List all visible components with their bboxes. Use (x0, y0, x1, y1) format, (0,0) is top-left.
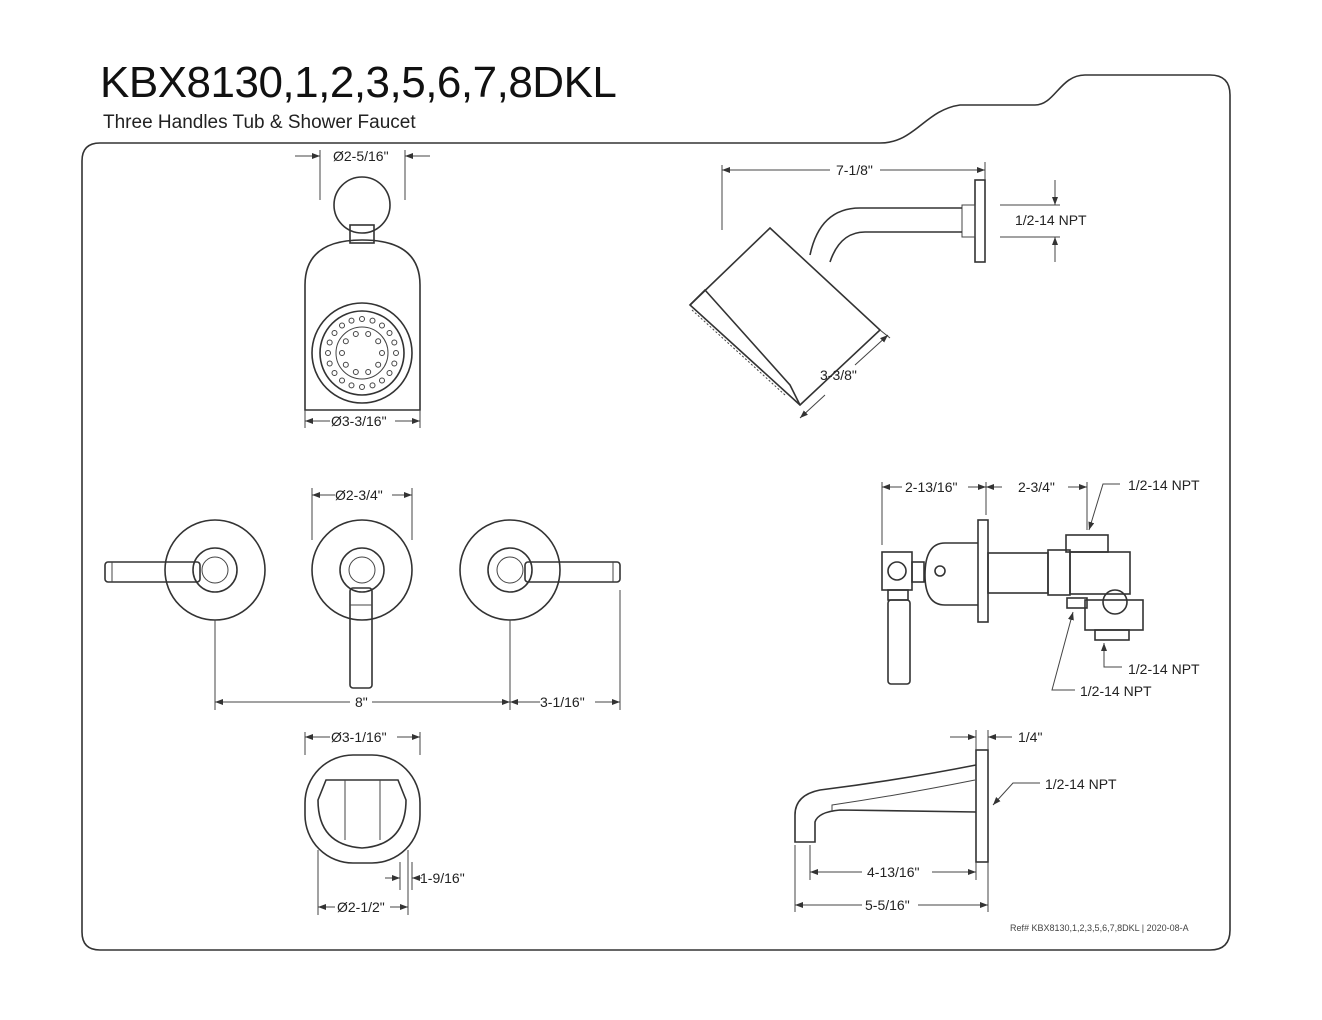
dim-spout-reach-inner: 4-13/16" (867, 864, 919, 880)
dim-spout-thread: 1/2-14 NPT (1045, 776, 1117, 792)
spray-nozzle (378, 377, 385, 384)
reference-number: Ref# KBX8130,1,2,3,5,6,7,8DKL | 2020-08-… (1010, 923, 1189, 933)
valve-side-view (881, 519, 1144, 685)
spray-nozzle (331, 330, 338, 337)
dim-spout-flange: 1/4" (1018, 729, 1042, 745)
spray-nozzle (326, 339, 333, 346)
spray-nozzle (386, 330, 393, 337)
dim-diverter-base: Ø2-1/2" (337, 899, 385, 915)
spray-nozzle (378, 322, 385, 329)
dim-diverter-flange: Ø3-1/16" (331, 729, 387, 745)
shower-arm-dimensions: 7-1/8" 1/2-14 NPT 3-3/8" (721, 162, 1087, 419)
spray-nozzle (369, 317, 376, 324)
spray-nozzle (331, 369, 338, 376)
spray-nozzle (375, 338, 382, 345)
spray-nozzle (348, 317, 355, 324)
spray-nozzle (325, 350, 331, 356)
spray-nozzle (393, 350, 399, 356)
handle-dimensions: Ø2-3/4" 8" 3-1/16" (214, 487, 621, 710)
spray-nozzle (386, 369, 393, 376)
showerhead-front-view (304, 176, 421, 411)
dim-escutcheon-dia: Ø2-3/4" (335, 487, 383, 503)
spray-nozzle (359, 384, 365, 390)
showerhead-dimensions: Ø2-5/16" Ø3-3/16" (295, 148, 430, 429)
spray-nozzle (359, 316, 365, 322)
diverter-dimensions: Ø3-1/16" 1-9/16" Ø2-1/2" (304, 729, 465, 915)
dim-lever-length: 3-1/16" (540, 694, 585, 710)
spray-nozzle (391, 360, 398, 367)
spray-nozzle (352, 330, 359, 337)
dim-valve-handle-depth: 2-13/16" (905, 479, 957, 495)
spray-nozzle (348, 382, 355, 389)
spray-nozzle (375, 361, 382, 368)
valve-dimensions: 2-13/16" 2-3/4" 1/2-14 NPT 1/2-14 NPT 1/… (881, 477, 1200, 699)
dim-spout-reach-total: 5-5/16" (865, 897, 910, 913)
dim-arm-reach: 7-1/8" (836, 162, 873, 178)
drawing-title: KBX8130,1,2,3,5,6,7,8DKL (100, 58, 617, 107)
spray-nozzle (379, 350, 385, 356)
dim-showerhead-dia: Ø3-3/16" (331, 413, 387, 429)
spray-nozzle (342, 338, 349, 345)
spray-nozzle (365, 330, 372, 337)
spray-nozzle (339, 350, 345, 356)
dim-diverter-depth: 1-9/16" (420, 870, 465, 886)
dim-valve-npt-top: 1/2-14 NPT (1128, 477, 1200, 493)
spray-nozzle (339, 377, 346, 384)
spray-nozzle (326, 360, 333, 367)
dim-arm-thread: 1/2-14 NPT (1015, 212, 1087, 228)
drawing-subtitle: Three Handles Tub & Shower Faucet (103, 112, 416, 133)
dim-valve-body-depth: 2-3/4" (1018, 479, 1055, 495)
spray-nozzle (365, 369, 372, 376)
spout-dimensions: 1/4" 1/2-14 NPT 4-13/16" 5-5/16" (794, 729, 1117, 913)
spray-nozzle (369, 382, 376, 389)
dim-valve-npt-bottom-left: 1/2-14 NPT (1080, 683, 1152, 699)
dim-handle-spacing: 8" (355, 694, 368, 710)
diverter-view (304, 754, 421, 864)
dim-valve-npt-bottom-right: 1/2-14 NPT (1128, 661, 1200, 677)
spray-nozzle (352, 369, 359, 376)
spray-nozzle (391, 339, 398, 346)
dim-showerhead-flange: Ø2-5/16" (333, 148, 389, 164)
spray-nozzle (339, 322, 346, 329)
tub-spout-side-view (794, 749, 989, 863)
handles-front-view (104, 519, 621, 689)
dim-showerhead-depth: 3-3/8" (820, 367, 857, 383)
spray-nozzle (342, 361, 349, 368)
drawing-frame (81, 74, 1231, 951)
